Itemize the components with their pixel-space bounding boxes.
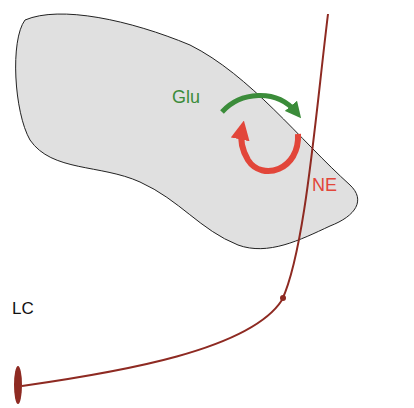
varicosity <box>280 295 286 301</box>
nucleus-label: LC <box>12 300 34 317</box>
ne-arrow <box>241 130 298 171</box>
lc-axon <box>22 14 328 386</box>
brain-region <box>16 14 358 249</box>
transmitter-label: NE <box>312 176 337 194</box>
glu-arrow <box>222 95 296 112</box>
lc-cell-body <box>14 366 22 404</box>
transmitter-label: Glu <box>172 88 200 106</box>
